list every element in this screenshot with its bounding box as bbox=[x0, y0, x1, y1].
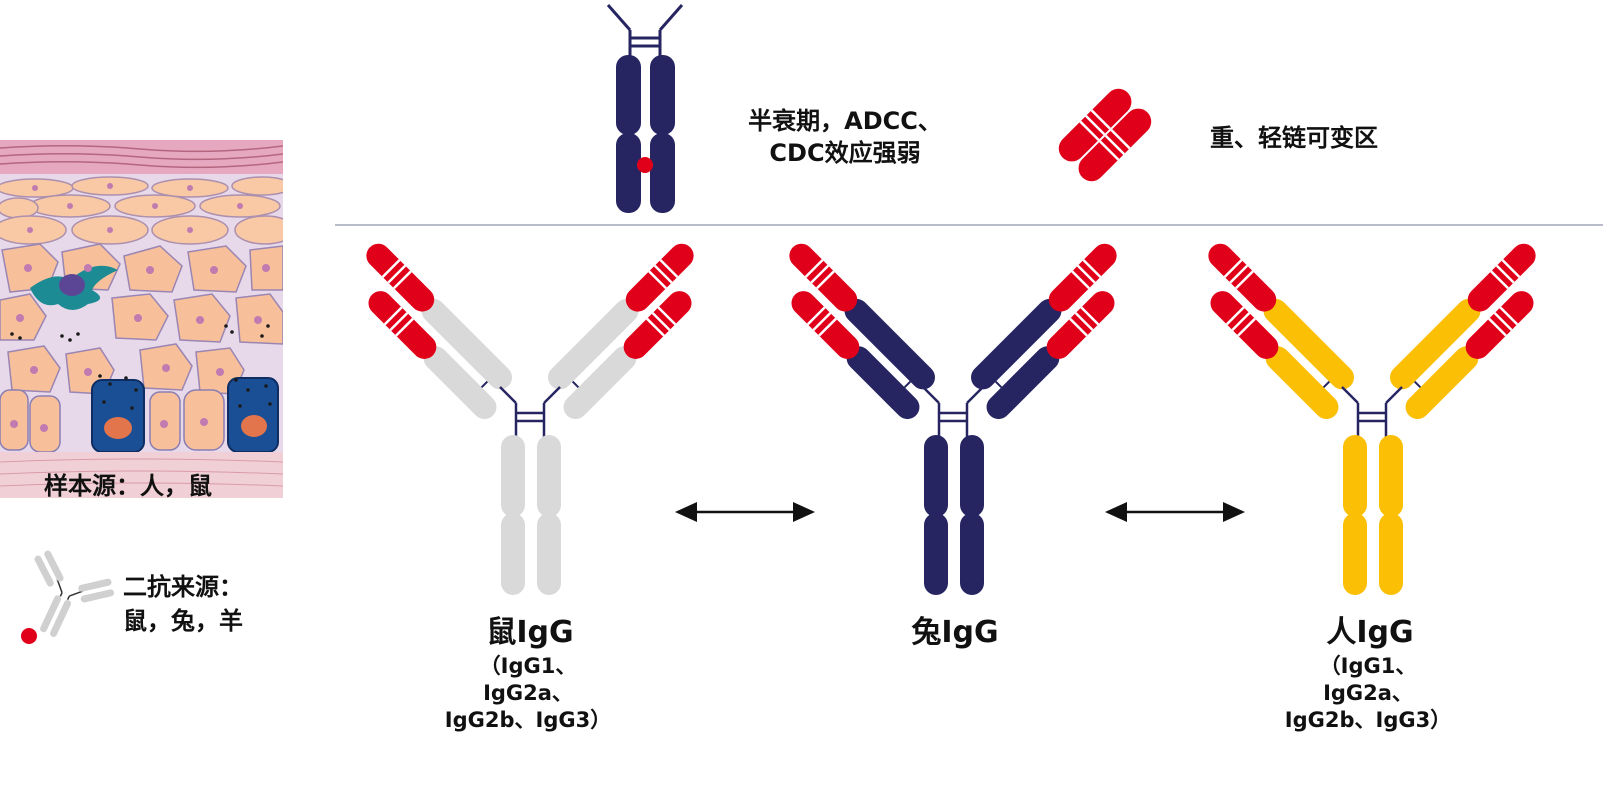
double-arrow-icon-1 bbox=[675, 502, 815, 522]
double-arrow-icon-2 bbox=[1105, 502, 1245, 522]
secondary-antibody-icon bbox=[21, 550, 115, 644]
antibody-mouse-igg-subtitle: （IgG1、 IgG2a、 IgG2b、IgG3） bbox=[444, 654, 612, 732]
secondary-antibody-line1: 二抗来源： bbox=[123, 573, 243, 601]
variable-region-legend-icon bbox=[1058, 88, 1152, 182]
antibody-rabbit-igg-title: 兔IgG bbox=[911, 615, 999, 650]
secondary-antibody-text: 二抗来源： 鼠，兔，羊 bbox=[123, 570, 243, 638]
antibody-human-igg-icon bbox=[1208, 243, 1536, 595]
antibody-human-igg-title: 人IgG bbox=[1326, 615, 1414, 650]
antibody-human-igg-subtitle: （IgG1、 IgG2a、 IgG2b、IgG3） bbox=[1284, 654, 1452, 732]
antibody-mouse-igg-title: 鼠IgG bbox=[486, 615, 574, 650]
secondary-antibody-line2: 鼠，兔，羊 bbox=[123, 607, 243, 635]
antibody-mouse-igg-icon bbox=[366, 243, 694, 595]
tissue-illustration bbox=[0, 140, 283, 498]
fc-legend-line1: 半衰期，ADCC、 bbox=[748, 107, 942, 135]
sample-source-label: 样本源：人，鼠 bbox=[44, 472, 212, 500]
fc-legend-text: 半衰期，ADCC、 CDC效应强弱 bbox=[730, 105, 960, 169]
antibody-rabbit-igg-icon bbox=[789, 243, 1117, 595]
secondary-dot-icon bbox=[21, 628, 37, 644]
fc-legend-line2: CDC效应强弱 bbox=[769, 139, 921, 167]
divider bbox=[335, 224, 1603, 226]
fc-dot-icon bbox=[637, 157, 653, 173]
variable-region-legend-text: 重、轻链可变区 bbox=[1210, 124, 1378, 152]
fc-legend-icon bbox=[606, 4, 684, 213]
